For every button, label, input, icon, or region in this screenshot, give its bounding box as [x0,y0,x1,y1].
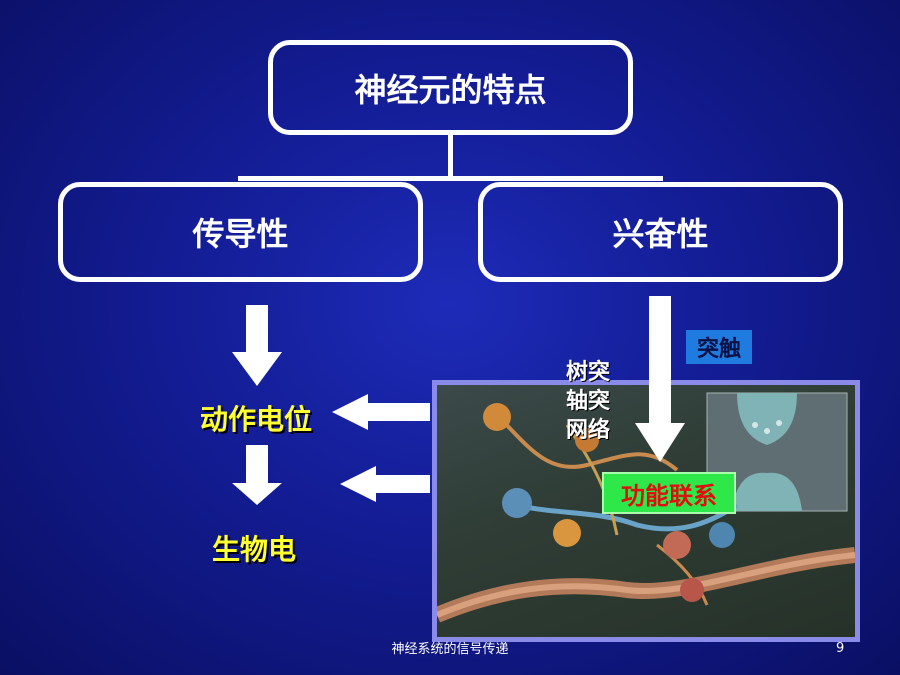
left-arrow-lower [340,466,430,502]
connector-stem [448,135,453,180]
root-node: 神经元的特点 [268,40,633,135]
left-arrow-upper [332,394,430,430]
neuron-network-image [432,380,860,642]
connector-bar [238,176,663,181]
synapse-tag: 突触 [686,330,752,364]
down-arrow-conductivity [232,305,282,386]
down-arrow-action-potential [232,445,282,505]
excitability-node: 兴奋性 [478,182,843,282]
page-number: 9 [836,641,845,656]
footer-title: 神经系统的信号传递 [391,642,509,657]
bioelectricity-label: 生物电 [212,533,297,566]
network-label: 网络 [566,418,611,443]
functional-connection-tag: 功能联系 [602,472,736,514]
root-node-label: 神经元的特点 [354,70,547,109]
excitability-label: 兴奋性 [612,215,709,253]
neurite-labels: 树突 轴突 网络 [566,358,610,445]
axon-label: 轴突 [566,389,611,414]
conductivity-node: 传导性 [58,182,423,282]
conductivity-label: 传导性 [192,215,289,253]
action-potential-label: 动作电位 [200,403,313,436]
dendrite-label: 树突 [566,360,611,385]
